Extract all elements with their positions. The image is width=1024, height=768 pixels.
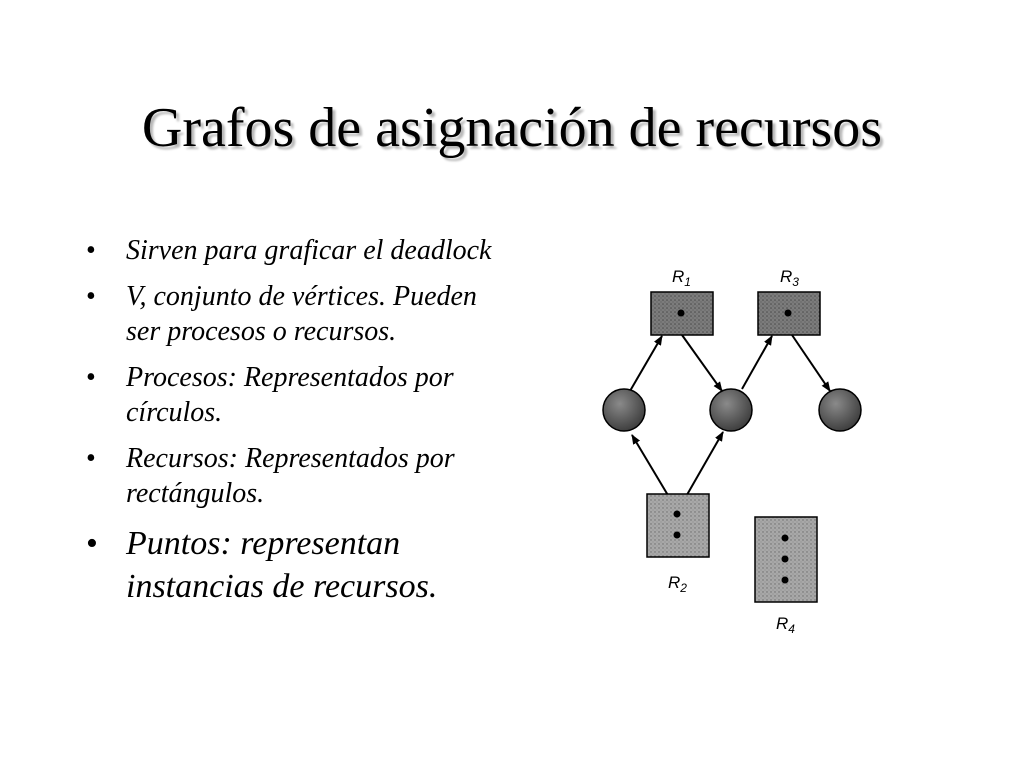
bullet-text: Puntos: representan instancias de recurs… (126, 525, 438, 606)
bullet-text: Recursos: Representados por rectángulos. (126, 443, 455, 509)
svg-text:R2: R2 (668, 573, 687, 595)
resource-r4-sub: 4 (788, 622, 795, 636)
bullet-icon: • (86, 235, 96, 266)
edge-p2-r3 (741, 335, 773, 390)
bullet-text: Procesos: Representados por círculos. (126, 362, 454, 428)
resource-r4-label: R (776, 614, 788, 633)
bullet-item: • Sirven para graficar el deadlock (86, 233, 506, 268)
bullet-icon: • (86, 281, 96, 312)
bullet-icon: • (86, 525, 98, 562)
bullet-item: • V, conjunto de vértices. Pueden ser pr… (86, 279, 506, 349)
resource-r3-label: R (780, 267, 792, 286)
bullet-text: V, conjunto de vértices. Pueden ser proc… (126, 281, 477, 347)
resource-r2-label: R (668, 573, 680, 592)
edge-r3-p3 (791, 334, 831, 392)
process-p1 (602, 388, 646, 432)
svg-text:R3: R3 (780, 267, 799, 289)
svg-text:R4: R4 (776, 614, 795, 636)
edge-p1-r1 (629, 335, 663, 392)
resource-r4: R4 (754, 516, 818, 636)
resource-r2-sub: 2 (679, 581, 687, 595)
bullet-text: Sirven para graficar el deadlock (126, 235, 492, 266)
resource-r1-label: R (672, 267, 684, 286)
resource-r3: R3 (757, 267, 821, 336)
svg-text:R1: R1 (672, 267, 691, 289)
slide-title: Grafos de asignación de recursos (141, 97, 883, 159)
bullet-item: • Procesos: Representados por círculos. (86, 360, 506, 430)
bullet-list: • Sirven para graficar el deadlock • V, … (86, 233, 506, 619)
edge-r1-p2 (681, 334, 723, 392)
resource-r2: R2 (646, 493, 710, 595)
resource-allocation-graph: R1 R3 R2 R4 (602, 267, 862, 636)
resource-r1: R1 (650, 267, 714, 336)
resource-r1-sub: 1 (684, 275, 691, 289)
process-p2 (709, 388, 753, 432)
bullet-item: • Puntos: representan instancias de recu… (86, 522, 506, 608)
bullet-icon: • (86, 443, 96, 474)
process-p3 (818, 388, 862, 432)
bullet-icon: • (86, 362, 96, 393)
bullet-item: • Recursos: Representados por rectángulo… (86, 441, 506, 511)
resource-r3-sub: 3 (792, 275, 799, 289)
